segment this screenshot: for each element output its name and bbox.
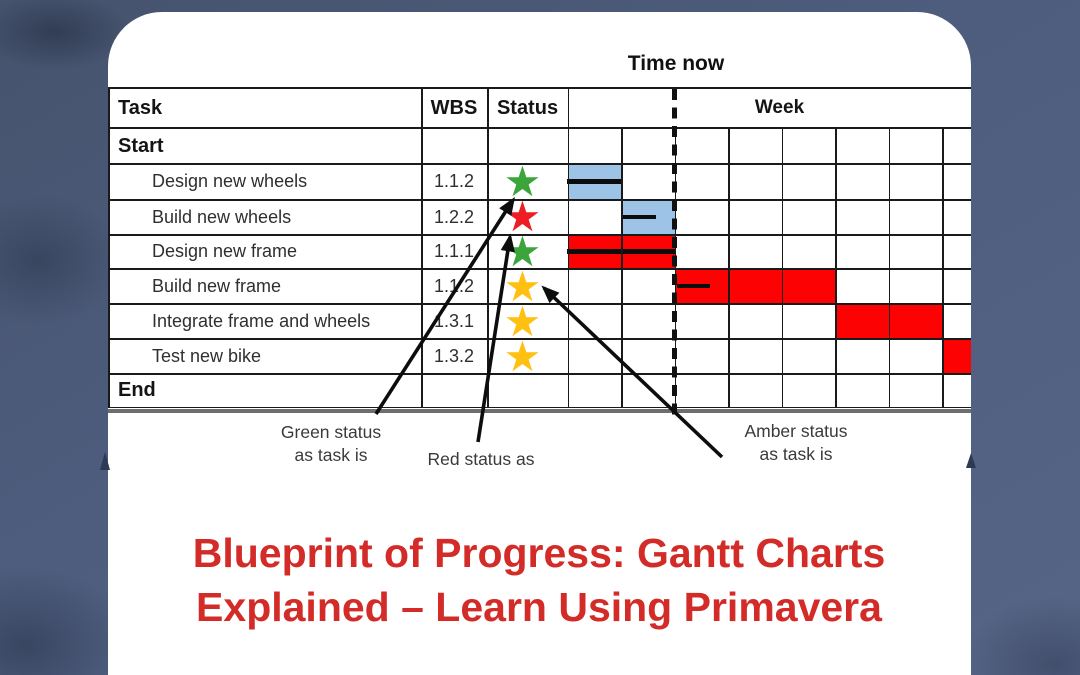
grid-line-v	[567, 88, 570, 408]
column-header-status: Status	[496, 96, 559, 119]
task-label: Build new wheels	[152, 206, 292, 227]
wbs-value: 1.1.2	[433, 171, 475, 191]
grid-line-v	[835, 127, 837, 408]
wbs-value: 1.3.2	[433, 345, 475, 366]
annotation-red-status: Red status as	[393, 448, 569, 471]
time-now-line	[672, 89, 677, 418]
wbs-value: 1.1.1	[433, 241, 475, 262]
progress-line	[567, 179, 623, 184]
grid-line-h	[108, 199, 971, 201]
grid-line-h	[108, 373, 971, 375]
column-header-week: Week	[754, 97, 805, 118]
wbs-value: 1.1.2	[433, 275, 475, 296]
background-triangle-shape	[966, 453, 976, 468]
grid-line-v	[781, 127, 784, 408]
grid-line-h	[108, 303, 971, 305]
task-label: Design new wheels	[152, 171, 308, 191]
wbs-value: 1.2.2	[433, 206, 475, 227]
annotation-line: as task is	[294, 445, 368, 465]
column-header-task: Task	[118, 96, 163, 119]
progress-line	[676, 283, 710, 289]
page-title: Blueprint of Progress: Gantt Charts Expl…	[192, 530, 886, 630]
grid-line-h	[108, 127, 971, 129]
table-bottom-shadow	[108, 409, 971, 413]
grid-line-h	[108, 406, 971, 409]
grid-line-v	[728, 127, 730, 408]
row-start-label: Start	[118, 134, 164, 157]
grid-line-h	[108, 338, 971, 340]
task-label: Design new frame	[152, 241, 298, 262]
grid-line-v	[888, 127, 891, 408]
grid-line-h	[108, 163, 971, 165]
annotation-amber-status: Amber status as task is	[708, 420, 884, 466]
annotation-line: as task is	[759, 444, 833, 464]
progress-line	[622, 214, 656, 220]
annotation-green-status: Green status as task is	[243, 421, 419, 467]
wbs-value: 1.3.1	[433, 310, 475, 331]
task-label: Integrate frame and wheels	[152, 310, 371, 331]
grid-line-h	[108, 234, 971, 236]
amber-star-icon: ★	[503, 331, 542, 381]
row-end-label: End	[118, 379, 156, 401]
gantt-bar-test-new-bike	[942, 339, 971, 374]
grid-line-h	[108, 268, 971, 270]
task-label: Test new bike	[152, 345, 262, 366]
annotation-line: Green status	[280, 422, 382, 442]
time-now-label: Time now	[627, 52, 725, 75]
content-card: Time now	[108, 12, 971, 675]
annotation-line: Amber status	[744, 421, 848, 441]
column-header-wbs: WBS	[430, 96, 478, 119]
grid-line-v	[942, 127, 944, 408]
annotation-line: Red status as	[427, 449, 535, 469]
grid-line-h	[108, 87, 971, 89]
grid-line-v	[108, 88, 110, 408]
grid-line-v	[621, 127, 623, 408]
task-label: Build new frame	[152, 275, 282, 296]
background-triangle-shape	[100, 452, 110, 470]
grid-line-v	[487, 88, 489, 408]
